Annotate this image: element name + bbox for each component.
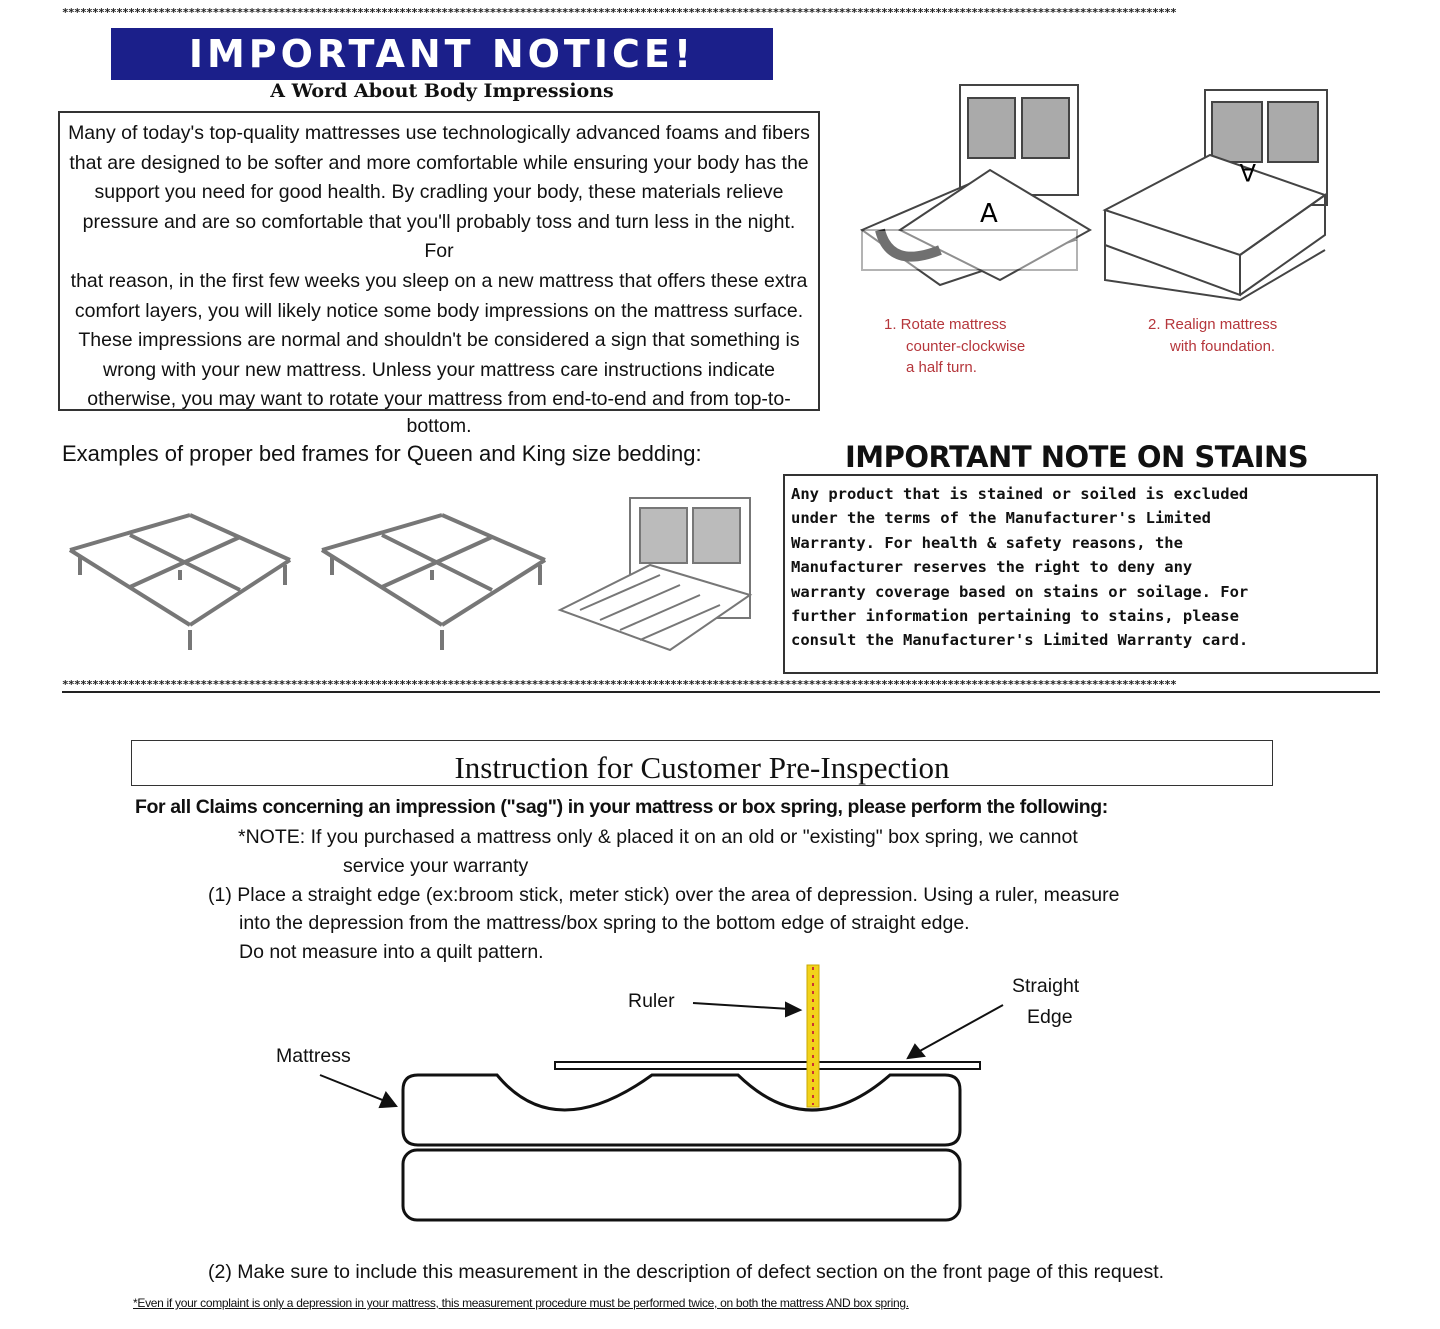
mattress-letter-a-rotated: A bbox=[1239, 158, 1256, 186]
box-spring bbox=[401, 1148, 962, 1222]
inspection-lead: For all Claims concerning an impression … bbox=[135, 796, 1108, 818]
caption-line: counter-clockwise bbox=[906, 337, 1026, 355]
body-line: that reason, in the first few weeks you … bbox=[70, 269, 808, 292]
body-line: that are designed to be softer and more … bbox=[69, 151, 809, 174]
footnote: *Even if your complaint is only a depres… bbox=[133, 1296, 909, 1310]
body-line: bottom. bbox=[406, 414, 472, 437]
body-line: support you need for good health. By cra… bbox=[94, 181, 784, 204]
body-line: These impressions are normal and shouldn… bbox=[78, 329, 800, 352]
mattress-shape bbox=[401, 1073, 962, 1147]
body-line: Many of today's top-quality mattresses u… bbox=[68, 122, 810, 144]
stains-line: consult the Manufacturer's Limited Warra… bbox=[791, 631, 1249, 650]
ruler-label: Ruler bbox=[628, 990, 675, 1012]
stains-line: Warranty. For health & safety reasons, t… bbox=[791, 533, 1183, 552]
straight-edge-label-2: Edge bbox=[1027, 1006, 1073, 1028]
inspection-note: *NOTE: If you purchased a mattress only … bbox=[238, 826, 1078, 848]
stains-text-box: Any product that is stained or soiled is… bbox=[783, 474, 1378, 674]
stains-line: Any product that is stained or soiled is… bbox=[791, 485, 1249, 503]
inspection-title: Instruction for Customer Pre-Inspection bbox=[131, 740, 1273, 786]
stains-line: warranty coverage based on stains or soi… bbox=[791, 582, 1249, 601]
middle-divider: ****************************************… bbox=[62, 678, 1380, 693]
realign-caption: 2. Realign mattress with foundation. bbox=[1148, 314, 1277, 357]
step1-line: (1) Place a straight edge (ex:broom stic… bbox=[208, 884, 1120, 906]
caption-line: a half turn. bbox=[906, 359, 977, 376]
stains-line: under the terms of the Manufacturer's Li… bbox=[791, 509, 1211, 528]
step1-line: into the depression from the mattress/bo… bbox=[239, 912, 970, 934]
step2-text: (2) Make sure to include this measuremen… bbox=[208, 1261, 1165, 1283]
caption-line: 1. Rotate mattress bbox=[884, 316, 1007, 333]
body-line: pressure and are so comfortable that you… bbox=[82, 210, 796, 263]
body-line: comfort layers, you will likely notice s… bbox=[74, 299, 804, 322]
stains-line: further information pertaining to stains… bbox=[791, 607, 1239, 626]
mattress-label: Mattress bbox=[276, 1045, 351, 1067]
inspection-note-cont: service your warranty bbox=[343, 855, 529, 877]
straight-edge bbox=[554, 1061, 981, 1070]
top-divider: ****************************************… bbox=[62, 6, 1177, 19]
bed-frames-illustration bbox=[68, 497, 753, 652]
bed-frames-title: Examples of proper bed frames for Queen … bbox=[62, 441, 702, 466]
notice-subtitle: A Word About Body Impressions bbox=[270, 80, 614, 102]
rotate-caption: 1. Rotate mattress counter-clockwise a h… bbox=[884, 314, 1025, 379]
body-impressions-text-box: Many of today's top-quality mattresses u… bbox=[58, 111, 820, 437]
step1-line: Do not measure into a quilt pattern. bbox=[239, 941, 544, 963]
mattress-letter-a: A bbox=[980, 199, 998, 229]
important-notice-banner: IMPORTANT NOTICE! bbox=[111, 28, 773, 80]
mattress-rotation-illustration: A A bbox=[859, 84, 1328, 302]
body-line: wrong with your new mattress. Unless you… bbox=[103, 358, 775, 381]
straight-edge-label-1: Straight bbox=[1012, 975, 1080, 997]
body-line: otherwise, you may want to rotate your m… bbox=[87, 388, 791, 411]
caption-line: 2. Realign mattress bbox=[1148, 316, 1278, 333]
stains-heading: IMPORTANT NOTE ON STAINS bbox=[845, 440, 1309, 474]
measurement-diagram bbox=[319, 964, 1004, 1222]
stains-line: Manufacturer reserves the right to deny … bbox=[791, 558, 1193, 577]
caption-line: with foundation. bbox=[1170, 337, 1276, 355]
ruler bbox=[806, 964, 820, 1108]
